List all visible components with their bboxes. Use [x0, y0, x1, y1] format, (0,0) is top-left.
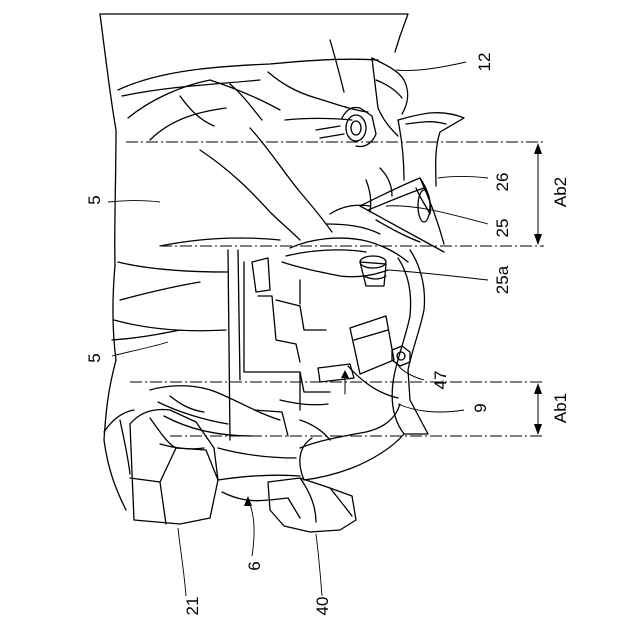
leader-25a — [388, 270, 488, 280]
label-5-upper: 5 — [85, 195, 104, 204]
leader-26 — [438, 177, 488, 179]
frame-9 — [300, 250, 428, 480]
dimension-ab2 — [534, 143, 542, 245]
lower-block-40 — [268, 438, 356, 532]
leader-12 — [396, 62, 466, 71]
leader-5-lower — [112, 342, 168, 356]
label-25a: 25a — [493, 265, 512, 294]
leader-21 — [178, 528, 186, 596]
leader-47 — [396, 362, 424, 380]
label-ab2: Ab2 — [551, 177, 570, 207]
leader-40 — [316, 534, 322, 596]
leader-9 — [398, 404, 464, 412]
label-9: 9 — [471, 403, 490, 412]
dimension-ab1 — [534, 383, 542, 435]
label-ab1: Ab1 — [551, 393, 570, 423]
arrow-6 — [244, 496, 252, 506]
label-25: 25 — [493, 219, 512, 238]
bolt-25a — [360, 256, 386, 286]
label-26: 26 — [493, 173, 512, 192]
center-lines — [126, 142, 544, 436]
label-12: 12 — [475, 53, 494, 72]
bracket-25 — [282, 205, 408, 276]
label-5-lower: 5 — [85, 353, 104, 362]
label-21: 21 — [183, 597, 202, 616]
label-47: 47 — [431, 371, 450, 390]
label-40: 40 — [313, 597, 332, 616]
central-bracket — [244, 258, 330, 410]
leader-6 — [248, 500, 254, 556]
label-6: 6 — [245, 561, 264, 570]
lower-left-block-21 — [104, 410, 218, 524]
